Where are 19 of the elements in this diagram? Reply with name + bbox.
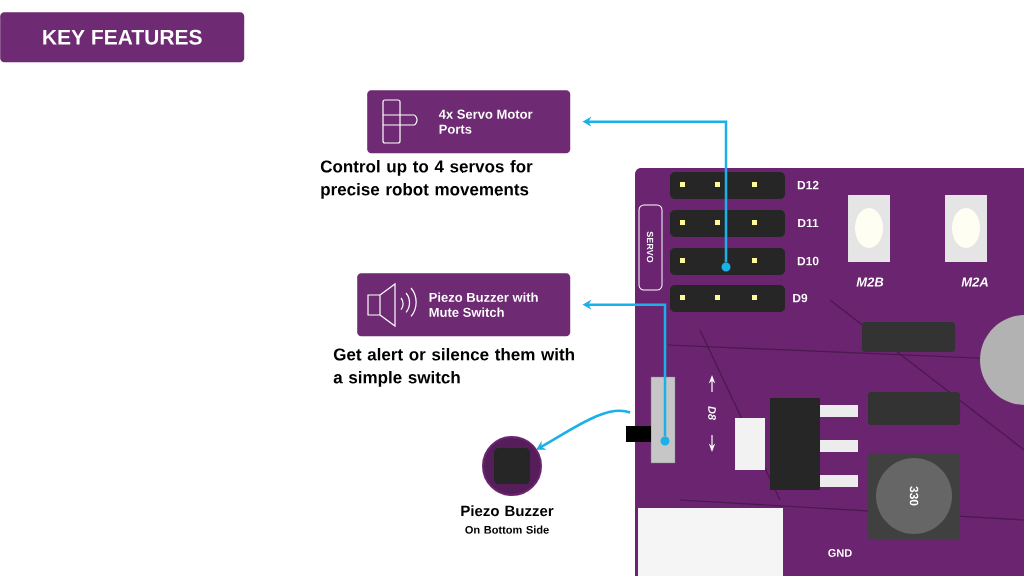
caption-text: Control up to 4 servos for precise robot movements [320,160,533,199]
silkscreen-label: SERVO [646,231,654,263]
caption-text: Get alert or silence them with a simple switch [333,348,574,387]
slide-switch [650,376,676,464]
silkscreen-label: GND [828,549,852,557]
silkscreen-label: D9 [793,293,808,303]
silkscreen-label: 330 [909,486,919,506]
arrow [536,409,631,450]
silkscreen-label: D8 [708,406,716,420]
silkscreen-label: M2A [961,277,988,287]
component-name: Piezo Buzzer [461,505,554,517]
silkscreen-label: D12 [797,180,819,190]
silkscreen-label: D10 [797,256,819,266]
silkscreen-label: D11 [798,218,819,228]
feature-box: Piezo Buzzer with Mute Switch [357,273,571,337]
feature-box: 4x Servo Motor Ports [367,90,571,154]
component-note: On Bottom Side [465,525,549,534]
silkscreen-label: M2B [856,277,884,287]
title-badge: KEY FEATURES [0,12,245,63]
